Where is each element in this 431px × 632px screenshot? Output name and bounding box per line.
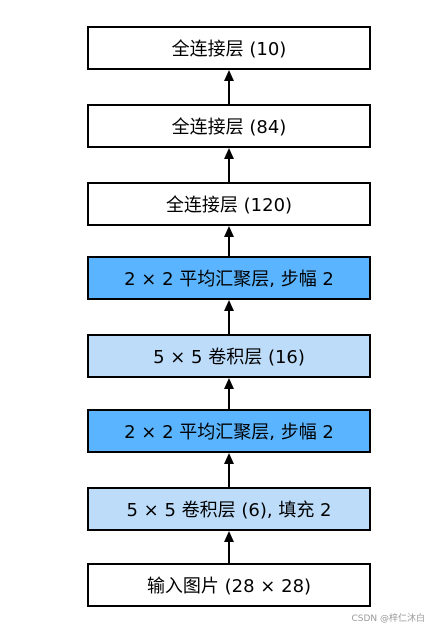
fc-layer-84-label: 全连接层 (84) (171, 117, 287, 138)
arrow-head-4 (224, 378, 234, 389)
conv-layer-16-label: 5 × 5 卷积层 (16) (153, 347, 305, 368)
input-image-box: 输入图片 (28 × 28) (87, 563, 371, 607)
fc-layer-10-label: 全连接层 (10) (171, 39, 287, 60)
avg-pool-layer-2-label: 2 × 2 平均汇聚层, 步幅 2 (124, 269, 334, 290)
watermark: CSDN @梓仁沐白 (351, 614, 425, 624)
fc-layer-10-box: 全连接层 (10) (87, 26, 371, 70)
conv-layer-16-box: 5 × 5 卷积层 (16) (87, 334, 371, 378)
fc-layer-120-box: 全连接层 (120) (87, 182, 371, 226)
arrow-head-1 (224, 148, 234, 159)
arrow-head-6 (224, 531, 234, 542)
arrow-head-3 (224, 300, 234, 311)
fc-layer-84-box: 全连接层 (84) (87, 104, 371, 148)
arrow-head-2 (224, 226, 234, 237)
fc-layer-120-label: 全连接层 (120) (165, 195, 293, 216)
conv-layer-6-label: 5 × 5 卷积层 (6), 填充 2 (126, 500, 332, 521)
arrow-head-0 (224, 70, 234, 81)
avg-pool-layer-2-box: 2 × 2 平均汇聚层, 步幅 2 (87, 256, 371, 300)
avg-pool-layer-1-label: 2 × 2 平均汇聚层, 步幅 2 (124, 422, 334, 443)
avg-pool-layer-1-box: 2 × 2 平均汇聚层, 步幅 2 (87, 409, 371, 453)
arrow-head-5 (224, 453, 234, 464)
input-image-label: 输入图片 (28 × 28) (146, 576, 312, 597)
conv-layer-6-box: 5 × 5 卷积层 (6), 填充 2 (87, 487, 371, 531)
